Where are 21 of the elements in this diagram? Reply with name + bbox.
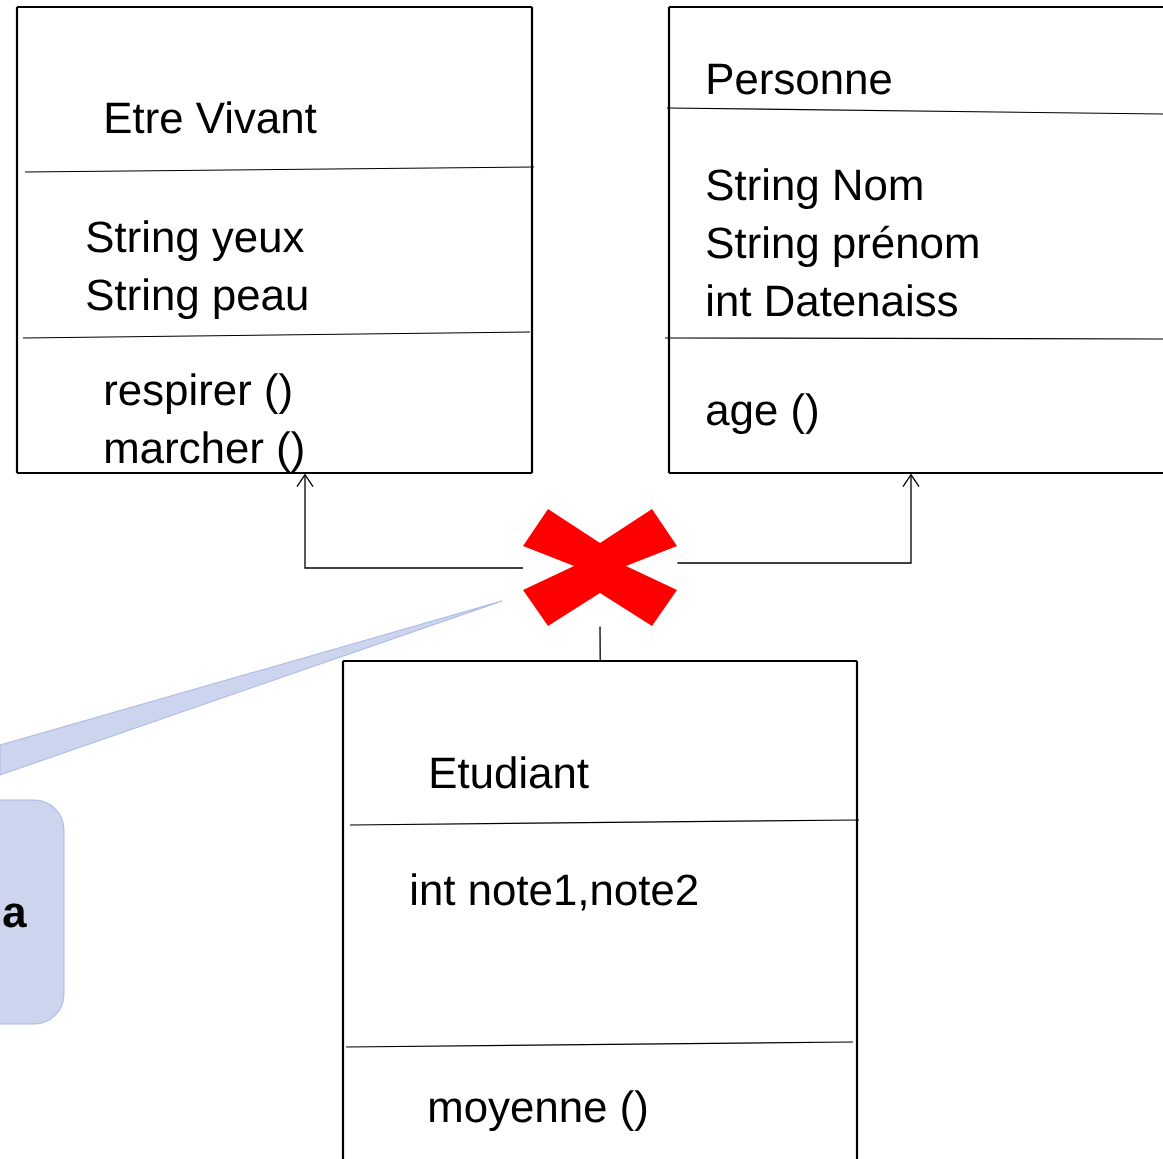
class-box [341,659,860,1159]
method: moyenne () [430,1090,647,1132]
attribute: String Nom [707,168,922,210]
class-name: Etudiant [431,756,589,789]
connector-line [599,625,601,662]
class-name: Etre Vivant [106,101,317,134]
method: respirer () [106,373,291,415]
attribute: String yeux [87,220,304,262]
attribute: String peau [87,278,307,320]
cross-mark [523,509,677,626]
attribute: int note1,note2 [412,873,697,911]
class-box [664,5,1163,475]
method: age () [707,393,817,435]
callout-text: a [3,903,27,928]
attribute: String prénom [707,225,978,268]
method: int Datenaiss [708,284,957,317]
class-name: Personne [708,63,891,95]
method: marcher () [106,431,303,473]
class-box [15,5,535,475]
inheritance-arrow [676,473,920,564]
inheritance-arrow [296,473,524,569]
